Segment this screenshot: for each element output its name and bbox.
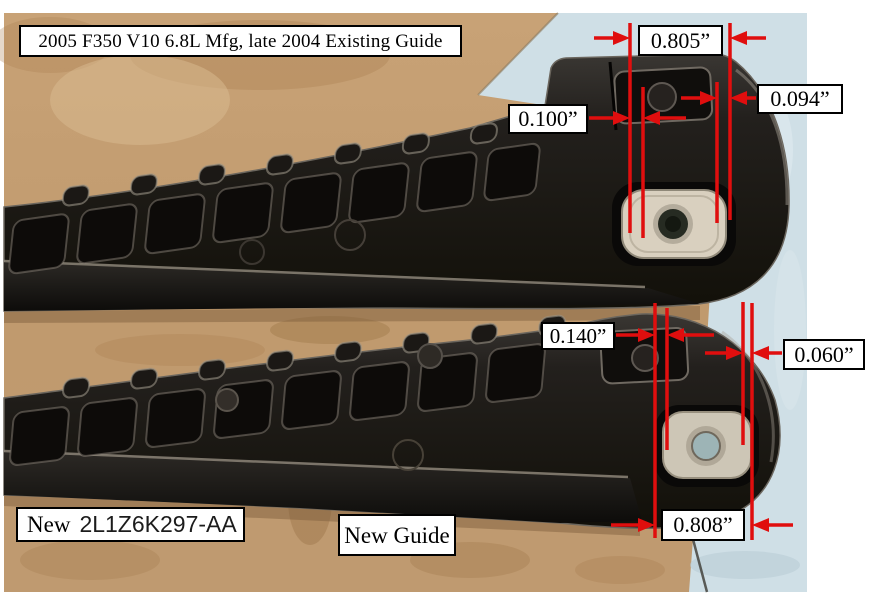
new-guide-rib-tabs	[62, 314, 567, 399]
new-guide-ribs	[9, 343, 546, 466]
existing-guide-ribs	[8, 142, 541, 275]
existing-guide-title-label: 2005 F350 V10 6.8L Mfg, late 2004 Existi…	[19, 25, 462, 57]
measurement-existing-right-gap: 0.094”	[757, 84, 843, 114]
new-part-number-label: New 2L1Z6K297-AA	[16, 507, 245, 542]
existing-guide-rib-tabs	[61, 122, 498, 207]
measurement-existing-overall: 0.805”	[638, 25, 723, 56]
measurement-new-right-gap: 0.060”	[783, 339, 865, 370]
new-guide-part	[3, 313, 781, 536]
measurement-existing-left-gap: 0.100”	[508, 104, 588, 134]
new-guide-label: New Guide	[338, 514, 456, 556]
measurement-new-overall: 0.808”	[661, 509, 745, 541]
measurement-new-left-gap: 0.140”	[541, 322, 615, 350]
new-part-code: 2L1Z6K297-AA	[79, 511, 237, 537]
new-guide-eyelet	[655, 405, 759, 487]
dimension-annotations	[589, 23, 793, 540]
new-part-prefix: New	[27, 512, 71, 537]
